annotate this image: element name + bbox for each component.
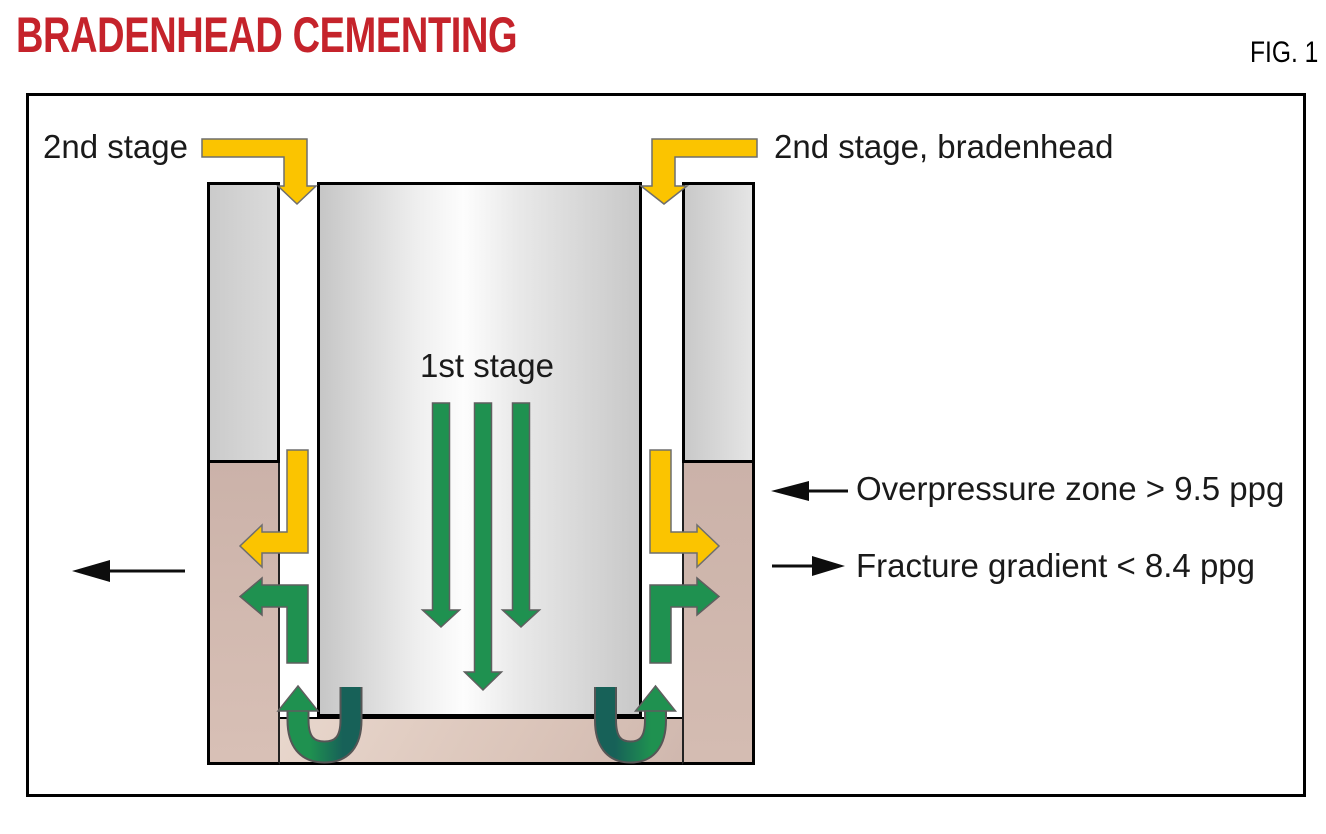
label-first-stage: 1st stage — [420, 347, 554, 384]
first-stage-arrow-left — [420, 402, 462, 629]
first-stage-arrow-right — [500, 402, 542, 629]
far-left-black-arrow-head — [72, 560, 110, 582]
u-turn-left-arrowhead — [276, 684, 320, 712]
outer-casing-right — [682, 182, 755, 463]
u-turn-right-arrowhead — [633, 684, 678, 712]
label-overpressure-zone: Overpressure zone > 9.5 ppg — [856, 470, 1285, 507]
flow-arrows — [72, 138, 848, 764]
second-stage-left-arrow — [201, 138, 318, 206]
u-turn-left-arrow — [288, 687, 361, 762]
page-title: BRADENHEAD CEMENTING — [16, 7, 518, 63]
diagram-layer: 2nd stage 2nd stage, bradenhead 1st stag… — [26, 93, 1300, 791]
annulus-right-yellow-arrow — [649, 449, 721, 569]
fracture-arrow-head — [812, 556, 845, 576]
label-second-stage-left: 2nd stage — [43, 128, 188, 165]
label-second-stage-right: 2nd stage, bradenhead — [774, 128, 1114, 165]
casing-shoe-line — [280, 717, 682, 719]
annulus-left-yellow-arrow — [238, 449, 309, 569]
first-stage-arrow-middle — [462, 402, 504, 692]
outer-casing-left — [207, 182, 280, 463]
annulus-left-green-arrow — [238, 576, 309, 664]
u-turn-right-arrow — [596, 687, 665, 762]
label-fracture-gradient: Fracture gradient < 8.4 ppg — [856, 547, 1255, 584]
overpressure-arrow-head — [771, 481, 809, 501]
formation-left-wall — [207, 463, 280, 765]
second-stage-right-arrow — [638, 138, 758, 205]
annulus-right-green-arrow — [649, 576, 721, 664]
figure-box: 2nd stage 2nd stage, bradenhead 1st stag… — [26, 93, 1306, 797]
figure-number: FIG. 1 — [1249, 36, 1318, 69]
formation-right-wall — [682, 463, 755, 765]
